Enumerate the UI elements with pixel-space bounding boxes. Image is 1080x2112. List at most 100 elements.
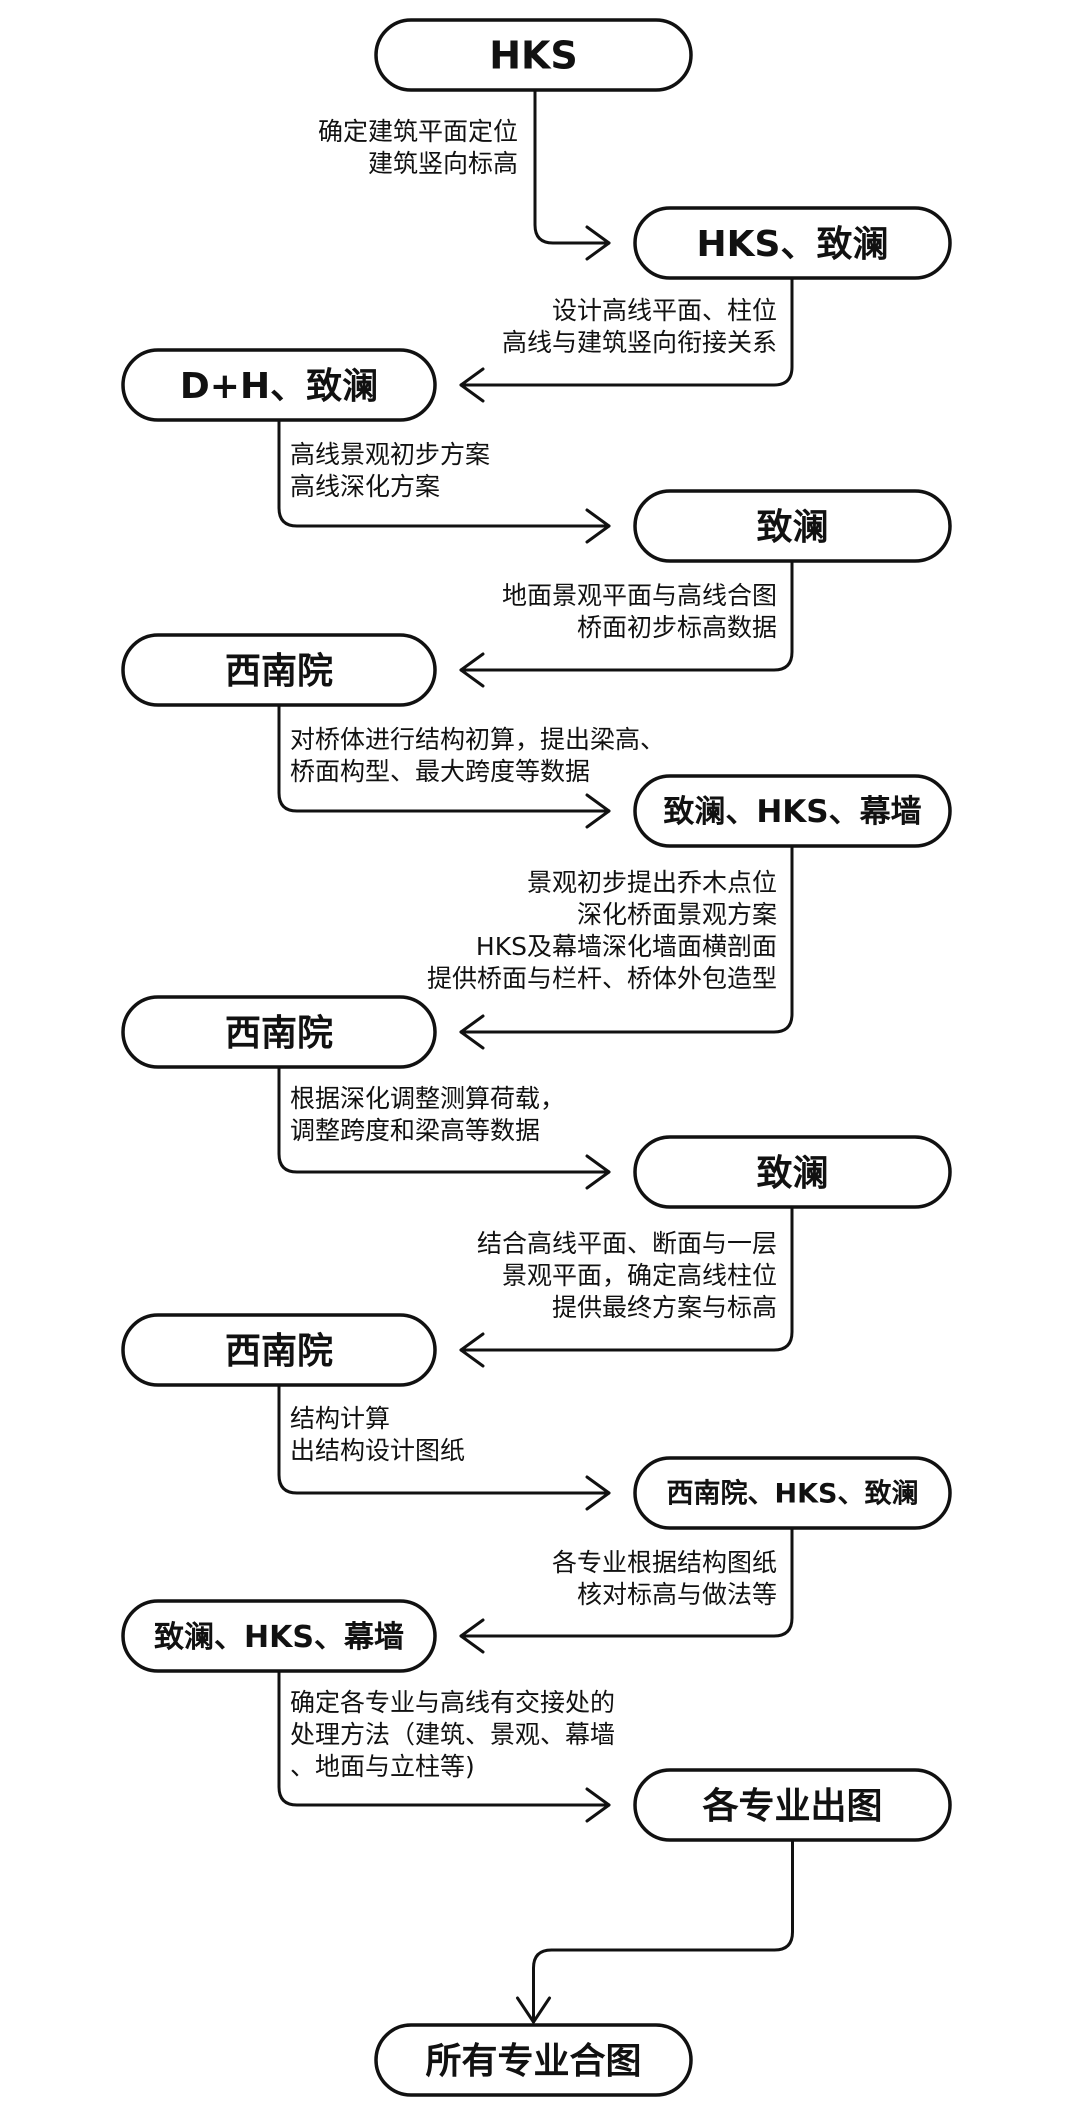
step-note: 确定各专业与高线有交接处的处理方法（建筑、景观、幕墙、地面与立柱等) [290, 1688, 615, 1781]
connector-arrow [277, 418, 611, 544]
step-note-line: 对桥体进行结构初算，提出梁高、 [290, 725, 665, 754]
connector-line [459, 844, 794, 1034]
connector-arrow [459, 844, 794, 1050]
flow-node-box [374, 18, 693, 92]
step-note-line: 确定各专业与高线有交接处的 [290, 1688, 615, 1717]
arrowhead-icon [585, 1475, 611, 1511]
flow-node-label: HKS [489, 34, 578, 78]
flow-node-box [633, 206, 952, 280]
flow-node: HKS [374, 18, 693, 92]
flow-node-box [121, 1313, 437, 1387]
step-note-line: 根据深化调整测算荷载， [290, 1084, 565, 1113]
flow-node-label: 致澜 [756, 507, 828, 548]
step-note: 确定建筑平面定位建筑竖向标高 [318, 117, 518, 178]
connector-arrow [277, 1383, 611, 1511]
arrowhead-icon [459, 1618, 485, 1654]
connector-arrow [277, 703, 611, 829]
connectors [277, 88, 794, 2024]
connector-arrow [277, 1065, 611, 1190]
step-note-line: 提供最终方案与标高 [552, 1293, 777, 1322]
flow-node-box [633, 1135, 952, 1209]
step-note-line: 核对标高与做法等 [577, 1580, 777, 1609]
step-note: 根据深化调整测算荷载， 调整跨度和梁高等数据 [290, 1084, 565, 1145]
step-note: 结构计算出结构设计图纸 [290, 1404, 465, 1465]
step-note-line: 结合高线平面、断面与一层 [477, 1229, 777, 1258]
step-note-line: 确定建筑平面定位 [318, 117, 518, 146]
step-note-line: HKS及幕墙深化墙面横剖面 [476, 932, 777, 961]
connector-line [277, 418, 611, 528]
flow-node-box [121, 633, 437, 707]
flow-node-box [633, 1456, 952, 1530]
flow-node-box [121, 348, 437, 422]
connector-line [459, 276, 794, 387]
step-note-line: 桥面构型、最大跨度等数据 [290, 757, 590, 786]
flow-node-label: 致澜 [756, 1153, 828, 1194]
connector-arrow [459, 276, 794, 403]
connector-line [277, 703, 611, 813]
connector-line [532, 1838, 794, 2024]
arrowhead-icon [459, 1332, 485, 1368]
step-note-line: 提供桥面与栏杆、桥体外包造型 [427, 964, 777, 993]
flow-node-box [633, 774, 952, 848]
flow-node-box [121, 1599, 437, 1673]
step-note-line: 处理方法（建筑、景观、幕墙 [290, 1720, 615, 1749]
connector-line [277, 1383, 611, 1495]
flow-node: HKS、致澜 [633, 206, 952, 280]
flow-node-label: 致澜、HKS、幕墙 [663, 794, 921, 830]
step-note: 各专业根据结构图纸核对标高与做法等 [552, 1548, 777, 1609]
flow-node: 致澜 [633, 1135, 952, 1209]
arrowhead-icon [459, 1014, 485, 1050]
flow-node: D+H、致澜 [121, 348, 437, 422]
flow-node: 各专业出图 [633, 1768, 952, 1842]
step-note-line: 高线深化方案 [290, 472, 440, 501]
flow-node-label: 致澜、HKS、幕墙 [154, 1620, 404, 1655]
notes: 确定建筑平面定位建筑竖向标高设计高线平面、柱位高线与建筑竖向衔接关系高线景观初步… [290, 117, 777, 1781]
connector-arrow [459, 559, 794, 688]
flow-node: 致澜、HKS、幕墙 [633, 774, 952, 848]
step-note-line: 出结构设计图纸 [290, 1436, 465, 1465]
step-note-line: 结构计算 [290, 1404, 390, 1433]
step-note: 高线景观初步方案高线深化方案 [290, 440, 490, 501]
step-note: 对桥体进行结构初算，提出梁高、桥面构型、最大跨度等数据 [290, 725, 665, 786]
step-note: 结合高线平面、断面与一层景观平面，确定高线柱位提供最终方案与标高 [477, 1229, 777, 1322]
flow-node: 西南院、HKS、致澜 [633, 1456, 952, 1530]
flow-node: 西南院 [121, 1313, 437, 1387]
step-note-line: 建筑竖向标高 [368, 149, 518, 178]
flow-node-label: HKS、致澜 [697, 224, 889, 265]
step-note: 设计高线平面、柱位高线与建筑竖向衔接关系 [502, 296, 777, 357]
step-note-line: 、地面与立柱等) [290, 1752, 475, 1781]
arrowhead-icon [459, 652, 485, 688]
arrowhead-icon [585, 793, 611, 829]
flow-node: 所有专业合图 [374, 2023, 693, 2097]
connector-line [459, 1526, 794, 1638]
step-note-line: 桥面初步标高数据 [577, 613, 777, 642]
step-note-line: 高线景观初步方案 [290, 440, 490, 469]
connector-arrow [277, 1669, 611, 1823]
flow-node-label: 西南院 [225, 1013, 333, 1054]
connector-line [277, 1065, 611, 1174]
connector-arrow [516, 1838, 794, 2024]
step-note-line: 景观初步提出乔木点位 [527, 868, 777, 897]
connector-line [533, 88, 611, 245]
step-note: 地面景观平面与高线合图桥面初步标高数据 [502, 581, 777, 642]
flow-node: 致澜、HKS、幕墙 [121, 1599, 437, 1673]
step-note-line: 调整跨度和梁高等数据 [290, 1116, 540, 1145]
connector-line [277, 1669, 611, 1807]
connector-line [459, 1205, 794, 1352]
flow-node-label: 西南院、HKS、致澜 [667, 1478, 919, 1510]
flow-node-label: 各专业出图 [702, 1786, 882, 1827]
flow-node: 西南院 [121, 633, 437, 707]
arrowhead-icon [459, 367, 485, 403]
arrowhead-icon [585, 1154, 611, 1190]
connector-arrow [533, 88, 611, 261]
step-note-line: 各专业根据结构图纸 [552, 1548, 777, 1577]
step-note-line: 高线与建筑竖向衔接关系 [502, 328, 777, 357]
flow-node-box [374, 2023, 693, 2097]
flow-node: 西南院 [121, 995, 437, 1069]
flow-node-label: 西南院 [225, 651, 333, 692]
arrowhead-icon [585, 1787, 611, 1823]
flow-node-box [121, 995, 437, 1069]
flow-node-box [633, 1768, 952, 1842]
